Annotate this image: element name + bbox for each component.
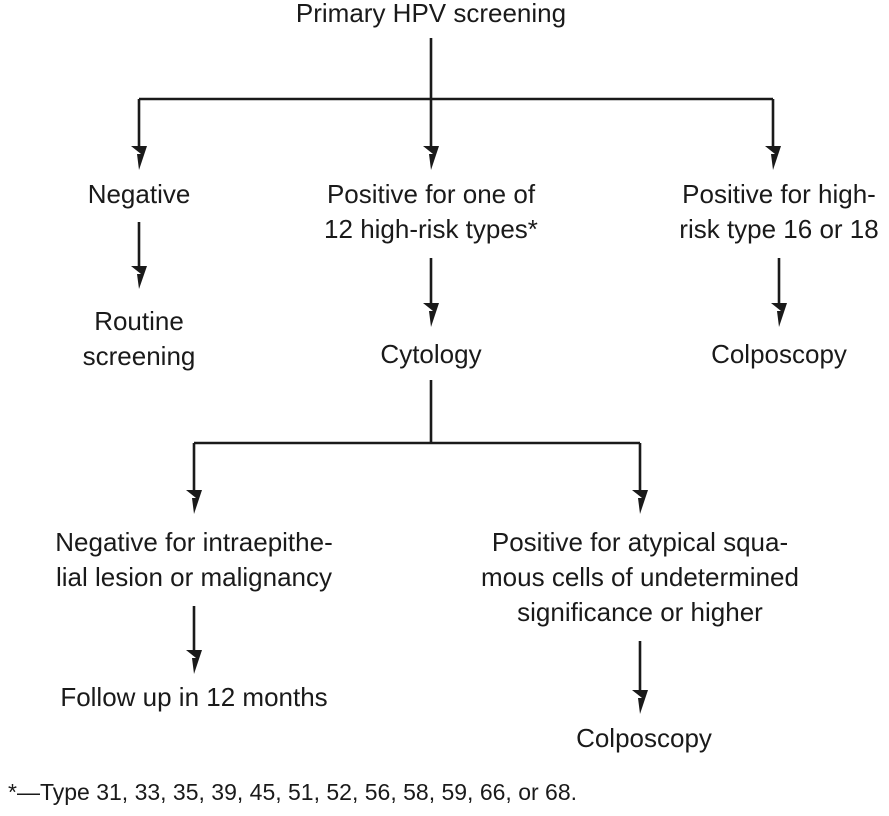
arrowhead-to-negative-intraepithelial bbox=[186, 490, 202, 514]
arrowhead-to-follow-up-12-months bbox=[186, 650, 202, 674]
node-colposcopy-bottom: Colposcopy bbox=[576, 723, 712, 753]
arrowhead-to-positive-16-18 bbox=[765, 146, 781, 170]
footnote-hpv-types: *—Type 31, 33, 35, 39, 45, 51, 52, 56, 5… bbox=[8, 779, 577, 805]
node-negative-intraepithelial-line1: Negative for intraepithe- bbox=[55, 527, 332, 557]
node-positive-16-18-line2: risk type 16 or 18 bbox=[679, 214, 878, 244]
arrowhead-to-colposcopy-bottom bbox=[632, 690, 648, 714]
node-follow-up-12-months: Follow up in 12 months bbox=[60, 682, 327, 712]
node-positive-12-types-line2: 12 high-risk types* bbox=[324, 214, 538, 244]
arrowhead-to-positive-12-types bbox=[423, 146, 439, 170]
node-routine-screening-line1: Routine bbox=[94, 306, 184, 336]
node-positive-12-types-line1: Positive for one of bbox=[327, 179, 536, 209]
node-positive-16-18-line1: Positive for high- bbox=[682, 179, 876, 209]
node-routine-screening-line2: screening bbox=[83, 341, 196, 371]
node-cytology: Cytology bbox=[380, 339, 481, 369]
node-negative: Negative bbox=[88, 179, 191, 209]
node-positive-ascus-line2: mous cells of undetermined bbox=[481, 562, 799, 592]
arrowhead-to-colposcopy-right bbox=[771, 303, 787, 327]
node-positive-ascus-line1: Positive for atypical squa- bbox=[492, 527, 788, 557]
arrowhead-to-positive-ascus bbox=[632, 490, 648, 514]
node-colposcopy-right: Colposcopy bbox=[711, 339, 847, 369]
arrowhead-to-cytology bbox=[423, 303, 439, 327]
node-negative-intraepithelial-line2: lial lesion or malignancy bbox=[56, 562, 332, 592]
node-primary-hpv-screening: Primary HPV screening bbox=[296, 0, 566, 28]
arrowhead-to-routine-screening bbox=[131, 266, 147, 289]
node-positive-ascus-line3: significance or higher bbox=[517, 597, 763, 627]
arrowhead-to-negative bbox=[131, 146, 147, 170]
